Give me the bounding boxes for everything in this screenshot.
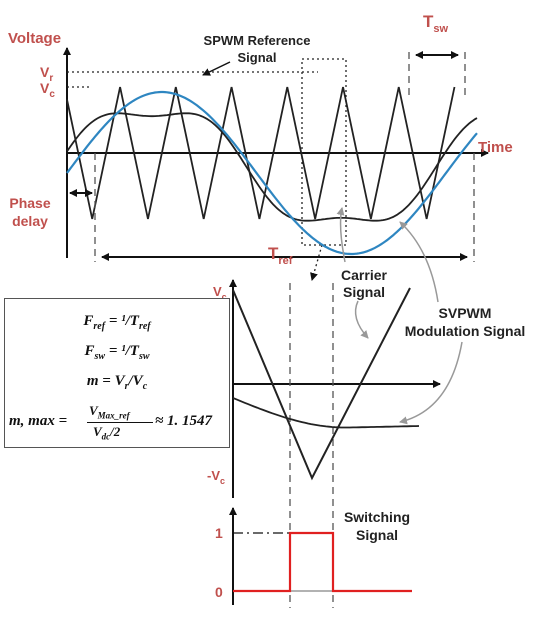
zoom-pointer [310, 244, 323, 281]
carrier-pointer-bottom [354, 300, 369, 339]
spwm-reference-signal [66, 90, 478, 256]
formula-m: m = Vr/Vc [86, 373, 148, 392]
formula-m-max: m, max = VMax_ref Vdc/2 ≈ 1. 1547 [9, 403, 212, 442]
zoom-carrier-signal [232, 287, 411, 481]
switching-signal [233, 531, 412, 593]
svpwm-pointer-bottom [399, 341, 463, 425]
formula-box: Fref = ¹/Tref Fsw = ¹/Tsw m = Vr/Vc m, m… [4, 298, 230, 448]
svpwm-label-line1: SVPWM [439, 305, 492, 321]
carrier-label-line1: Carrier [341, 267, 387, 283]
formula-f-ref: Fref = ¹/Tref [83, 313, 151, 332]
phase-delay-label-line2: delay [12, 213, 48, 229]
spwm-reference-label-line1: SPWM Reference [204, 33, 311, 48]
switching-label-line2: Signal [356, 527, 398, 543]
switching-label-line1: Switching [344, 509, 410, 525]
switch-one-label: 1 [215, 525, 223, 541]
formula-f-sw: Fsw = ¹/Tsw [84, 343, 150, 362]
spwm-label-pointer [202, 61, 231, 76]
carrier-pointer-top [336, 207, 346, 263]
spwm-reference-label-line2: Signal [237, 50, 276, 65]
switch-zero-label: 0 [215, 584, 223, 600]
vr-label: Vr [40, 64, 53, 84]
svpwm-label-line2: Modulation Signal [405, 323, 526, 339]
tref-label: Tref [268, 244, 293, 267]
zoom-neg-vc-label: -Vc [207, 468, 225, 486]
vc-label: Vc [40, 80, 55, 100]
phase-delay-label-line1: Phase [9, 195, 50, 211]
svpwm-modulation-signal [66, 112, 478, 222]
zoom-svpwm-signal [232, 397, 420, 429]
carrier-signal [66, 86, 456, 220]
time-label: Time [478, 139, 513, 156]
zoom-vc-label: Vc [213, 284, 227, 302]
voltage-label: Voltage [8, 30, 61, 47]
tsw-label: Tsw [423, 12, 449, 35]
carrier-label-line2: Signal [343, 284, 385, 300]
svpwm-pointer-top [399, 221, 439, 303]
